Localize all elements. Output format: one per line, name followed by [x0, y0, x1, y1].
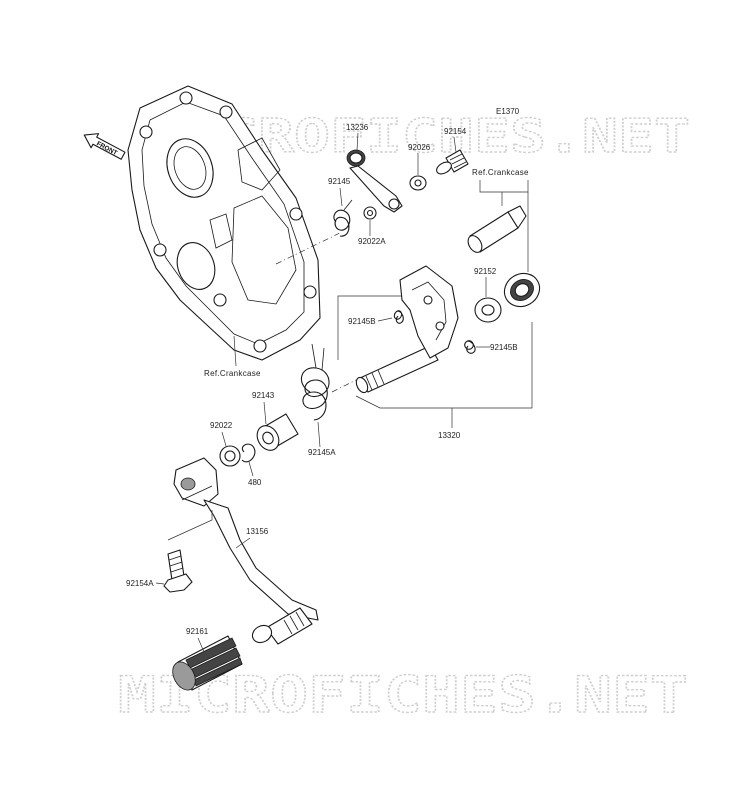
part-92152: [474, 297, 502, 323]
part-92154A: [163, 549, 193, 593]
part-13236: [346, 149, 403, 213]
figure-code: E1370: [496, 107, 520, 116]
ref-crankcase-bottom-label: Ref.Crankcase: [204, 369, 261, 378]
ref-crankcase-top-label: Ref.Crankcase: [472, 168, 529, 177]
label-92143: 92143: [252, 391, 275, 400]
label-480: 480: [248, 478, 262, 487]
part-92154: [436, 149, 469, 175]
front-arrow-icon: FRONT: [83, 133, 126, 160]
label-92161: 92161: [186, 627, 209, 636]
part-92161: [172, 635, 243, 691]
part-92152-bearing: [503, 272, 541, 308]
shaft-pin: [467, 205, 527, 253]
label-13320: 13320: [438, 431, 461, 440]
label-92145A: 92145A: [308, 448, 336, 457]
label-92145: 92145: [328, 177, 351, 186]
part-92145A: [300, 343, 330, 421]
part-92145B-right: [464, 340, 476, 354]
part-92022A: [363, 206, 377, 220]
part-13320-shift-shaft: [355, 265, 459, 394]
label-92152: 92152: [474, 267, 497, 276]
label-92145B-left: 92145B: [348, 317, 376, 326]
label-92022A: 92022A: [358, 237, 386, 246]
label-92145B-right: 92145B: [490, 343, 518, 352]
label-13156: 13156: [246, 527, 269, 536]
crankcase-cover: [127, 85, 321, 361]
label-92022: 92022: [210, 421, 233, 430]
part-92026: [409, 175, 427, 191]
part-92022: [219, 445, 241, 467]
part-480: [241, 443, 256, 463]
part-13156-shift-pedal: [173, 457, 319, 645]
part-92145: [333, 199, 353, 237]
label-92154: 92154: [444, 127, 467, 136]
part-92143: [256, 413, 299, 451]
label-92154A: 92154A: [126, 579, 154, 588]
label-13236: 13236: [346, 123, 369, 132]
label-92026: 92026: [408, 143, 431, 152]
part-92145B-left: [393, 310, 404, 324]
